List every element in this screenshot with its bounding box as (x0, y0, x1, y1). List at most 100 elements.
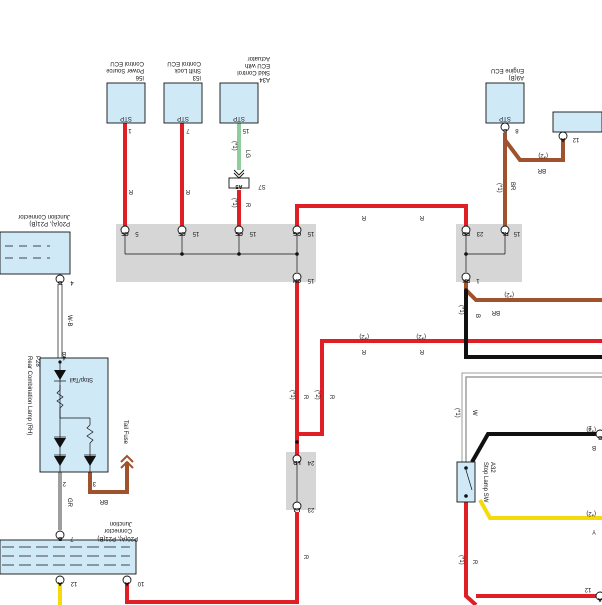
right-top-connector: A 12 (552, 111, 602, 142)
rear-lamp-sub: Stop/Tail (70, 376, 93, 382)
ecu-shift-lock-name-2: Control ECU (167, 60, 201, 66)
svg-text:RD: RD (462, 230, 470, 236)
svg-text:(*2): (*2) (586, 510, 596, 516)
svg-text:A: A (598, 596, 602, 602)
svg-text:(*2): (*2) (504, 291, 514, 297)
svg-text:GR: GR (66, 498, 72, 508)
svg-text:B: B (592, 444, 596, 450)
svg-text:2: 2 (588, 424, 592, 430)
svg-text:24: 24 (307, 459, 314, 465)
wire-br-engine-branch (503, 138, 565, 162)
junction-pin-rd-23: RD 23 (461, 225, 483, 236)
junction-pin-ch-15: CH 15 (292, 272, 314, 283)
svg-text:15: 15 (307, 277, 314, 283)
svg-text:(*2): (*2) (538, 152, 548, 158)
svg-text:LJ: LJ (294, 506, 300, 512)
svg-text:5: 5 (135, 230, 139, 236)
svg-text:BR: BR (537, 167, 546, 173)
ecu-power-source-pin-no: 1 (128, 127, 132, 133)
right-edge-pins: B 2 A 12 (584, 424, 602, 602)
junction-pin-cf-5: CF 5 (120, 225, 139, 236)
svg-text:CF: CF (121, 230, 129, 236)
inline-connector-pin: A5 (235, 183, 242, 189)
svg-text:R: R (328, 395, 334, 400)
ecu-shift-lock: STP 7 I53 Shift Lock Control ECU (163, 60, 203, 133)
junction-pin-ce-15: CE 15 (234, 225, 256, 236)
svg-text:A: A (125, 580, 129, 586)
svg-text:R: R (361, 214, 366, 220)
svg-text:CH: CH (293, 277, 301, 283)
wire-red-top-loop (295, 204, 468, 226)
ecu-skid-pin-no: 15 (242, 127, 249, 133)
svg-text:R: R (302, 555, 308, 560)
stop-lamp-switch: A32 Stop Lamp SW (456, 461, 495, 503)
top-junction-pin-letter: B (58, 279, 62, 285)
rear-lamp-name: Rear Combination Lamp (RH) (26, 356, 32, 435)
svg-text:12: 12 (584, 586, 591, 592)
junction-dots (180, 252, 468, 444)
svg-text:12: 12 (70, 580, 77, 586)
svg-text:CF: CF (178, 230, 186, 236)
svg-text:R: R (302, 395, 308, 400)
wire-labels: R R LG (*1) R (*1) R R BR (*1) (*2) BR (… (62, 141, 596, 565)
junction-pin-cg-15: CG 15 (292, 225, 314, 236)
wires (57, 122, 602, 605)
wire-red-lj-bottom (125, 512, 299, 604)
svg-text:B: B (474, 314, 480, 318)
wire-gray-w-outer (461, 372, 602, 462)
svg-text:W: W (471, 410, 477, 416)
svg-text:Y: Y (592, 528, 596, 534)
bottom-junction-connector: B 7 A 12 A 10 P20(A), P21(B) Connector J… (0, 520, 144, 586)
svg-text:A: A (58, 580, 62, 586)
junction-right-pins: RD 23 RL 15 RK 1 (461, 225, 520, 283)
tail-fuse: Tail Fuse (120, 420, 134, 469)
svg-text:(*2): (*2) (586, 426, 596, 432)
svg-text:(*1): (*1) (454, 408, 460, 418)
svg-text:23: 23 (476, 230, 483, 236)
bottom-junction-code: P20(A), P21(B) (97, 535, 138, 541)
svg-text:(*1): (*1) (289, 390, 295, 400)
tail-fuse-label: Tail Fuse (122, 420, 128, 445)
ecu-engine-name-1: Engine ECU (491, 67, 524, 73)
svg-text:R: R (128, 188, 133, 194)
svg-text:CE: CE (235, 230, 243, 236)
bottom-junction-name-2: Connector (104, 527, 132, 533)
svg-text:(*1): (*1) (458, 555, 464, 565)
ecu-engine: STP A9(B) Engine ECU B 8 (485, 67, 525, 133)
ecu-power-source-code: I56 (135, 74, 144, 80)
svg-text:B: B (62, 350, 66, 356)
svg-text:7: 7 (70, 535, 74, 541)
svg-text:15: 15 (192, 230, 199, 236)
wire-br-rk-right (464, 280, 602, 302)
wire-gray-w (465, 376, 602, 462)
svg-text:(*1): (*1) (458, 305, 464, 315)
ecu-engine-code: A9(B) (509, 74, 524, 80)
svg-text:B: B (598, 434, 602, 440)
svg-text:LG: LG (244, 150, 250, 158)
rear-combination-lamp: Stop/Tail P28 Rear Combination Lamp (RH)… (26, 354, 109, 486)
ecu-skid-code: A34 (259, 76, 270, 82)
wire-yellow-sw (478, 499, 602, 520)
svg-text:BR: BR (491, 309, 500, 315)
inline-connector-code: S7 (258, 183, 266, 189)
ecu-skid-name-3: Actuator (248, 55, 270, 61)
rear-lamp-pin-3: 3 (92, 480, 96, 486)
top-junction-name: Junction Connector (18, 213, 70, 219)
ecu-shift-lock-pin-no: 7 (186, 127, 190, 133)
wire-br-tail (88, 462, 129, 494)
ecu-power-source: STP 1 I56 Power Source Control ECU (106, 60, 146, 133)
svg-text:R: R (419, 214, 424, 220)
junction-left-pins: CF 5 CF 15 CE 15 CG 15 CH 15 (120, 225, 314, 283)
svg-text:15: 15 (249, 230, 256, 236)
right-top-connector-pin-no: 12 (572, 136, 579, 142)
ecu-power-source-name-2: Control ECU (110, 60, 144, 66)
junction-pin-rk-1: RK 1 (461, 272, 480, 283)
svg-text:R: R (361, 348, 366, 354)
svg-text:(*2): (*2) (359, 333, 369, 339)
ecu-skid-pin-label: STP (233, 115, 245, 121)
svg-text:23: 23 (307, 506, 314, 512)
stop-lamp-sw-code: A32 (489, 462, 495, 473)
svg-text:(*2): (*2) (416, 333, 426, 339)
wire-black-rk (464, 290, 602, 359)
